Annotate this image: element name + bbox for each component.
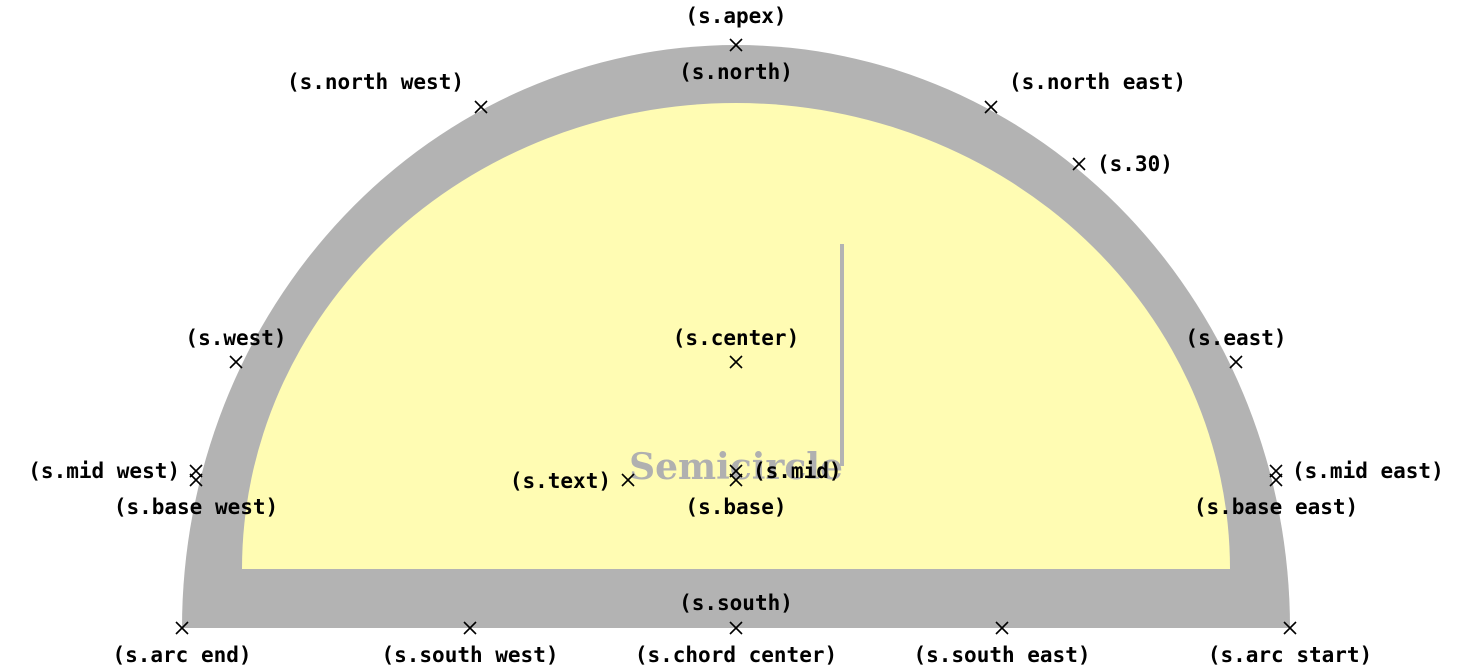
label-arc-end: (s.arc end) (112, 643, 251, 667)
label-mid-west: (s.mid west) (28, 459, 180, 483)
label-north-west: (s.north west) (287, 70, 464, 94)
marker-30 (1072, 157, 1086, 171)
marker-west (229, 355, 243, 369)
label-west: (s.west) (185, 326, 286, 350)
label-base: (s.base) (685, 495, 786, 519)
marker-chord-center (729, 621, 743, 635)
marker-south-west (463, 621, 477, 635)
marker-east (1229, 355, 1243, 369)
marker-north-east (984, 100, 998, 114)
label-text: (s.text) (510, 469, 611, 493)
label-center: (s.center) (673, 326, 799, 350)
marker-south-east (995, 621, 1009, 635)
label-mid-east: (s.mid east) (1292, 459, 1444, 483)
marker-apex (729, 38, 743, 52)
marker-base (729, 473, 743, 487)
marker-base-west (189, 473, 203, 487)
label-south-west: (s.south west) (381, 643, 558, 667)
marker-north-west (474, 100, 488, 114)
label-base-east: (s.base east) (1194, 495, 1358, 519)
label-base-west: (s.base west) (114, 495, 278, 519)
label-north: (s.north) (679, 60, 793, 84)
label-north-east: (s.north east) (1009, 70, 1186, 94)
label-south: (s.south) (679, 591, 793, 615)
marker-text (621, 473, 635, 487)
label-arc-start: (s.arc start) (1208, 643, 1372, 667)
marker-arc-end (175, 621, 189, 635)
label-30: (s.30) (1097, 152, 1173, 176)
marker-center (729, 355, 743, 369)
label-chord-center: (s.chord center) (635, 643, 837, 667)
anchor-labels: (s.apex) (s.north) (s.north west) (s.nor… (28, 4, 1443, 667)
semicircle-inner (242, 103, 1230, 569)
label-east: (s.east) (1185, 326, 1286, 350)
marker-arc-start (1283, 621, 1297, 635)
label-apex: (s.apex) (685, 4, 786, 28)
anchor-markers (175, 38, 1297, 635)
label-south-east: (s.south east) (913, 643, 1090, 667)
label-mid: (s.mid) (753, 459, 842, 483)
marker-base-east (1269, 473, 1283, 487)
